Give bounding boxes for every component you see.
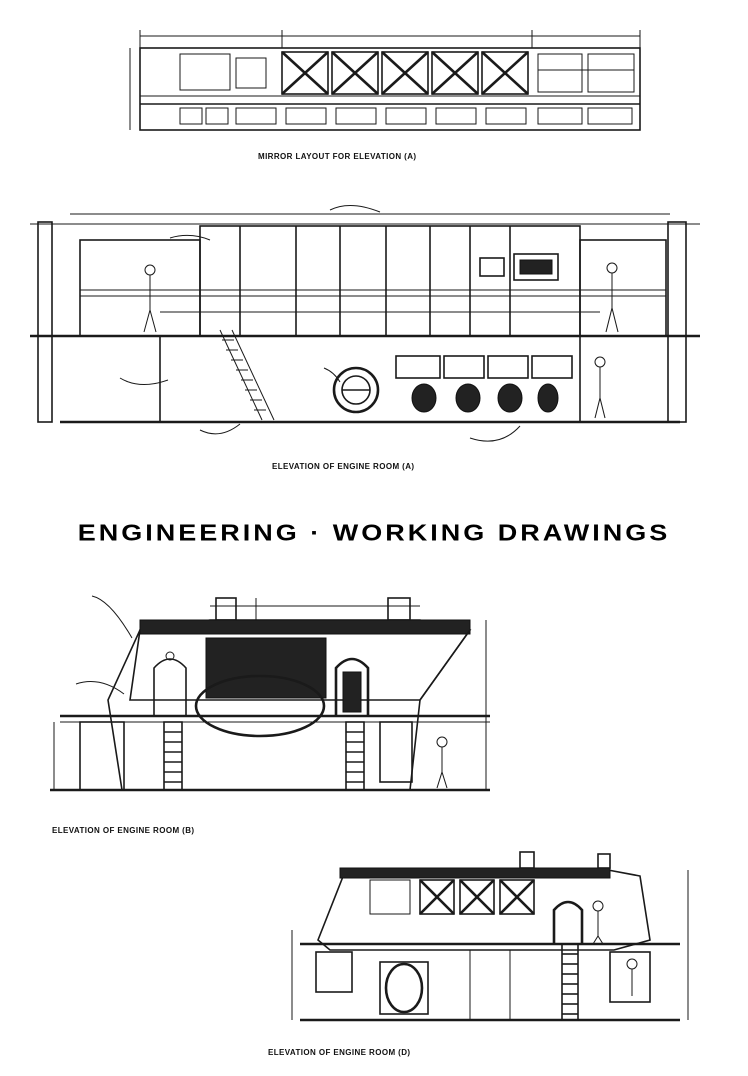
- caption-mirror-layout: MIRROR LAYOUT FOR ELEVATION (A): [258, 152, 417, 161]
- engine-room-a-drawing: [30, 205, 700, 442]
- caption-engine-room-b: ELEVATION OF ENGINE ROOM (B): [52, 826, 195, 835]
- ladders-b: [163, 721, 365, 791]
- engine-core-b: [205, 637, 327, 699]
- sheet-heading: ENGINEERING · WORKING DRAWINGS: [77, 520, 671, 546]
- x-panels-d: [419, 879, 535, 915]
- stair-left: [219, 329, 275, 421]
- engine-room-d-drawing: [291, 851, 689, 1022]
- console-tanks: [411, 383, 559, 413]
- mirror-layout-elevation-a: [129, 30, 641, 131]
- engine-hatch-a: [332, 366, 380, 414]
- x-panels: [281, 51, 529, 95]
- human-figures-a: [143, 262, 619, 419]
- caption-engine-room-d: ELEVATION OF ENGINE ROOM (D): [268, 1048, 411, 1057]
- engine-hatch-d: [384, 962, 424, 1014]
- engine-room-b-drawing: [50, 595, 490, 792]
- caption-engine-room-a: ELEVATION OF ENGINE ROOM (A): [272, 462, 415, 471]
